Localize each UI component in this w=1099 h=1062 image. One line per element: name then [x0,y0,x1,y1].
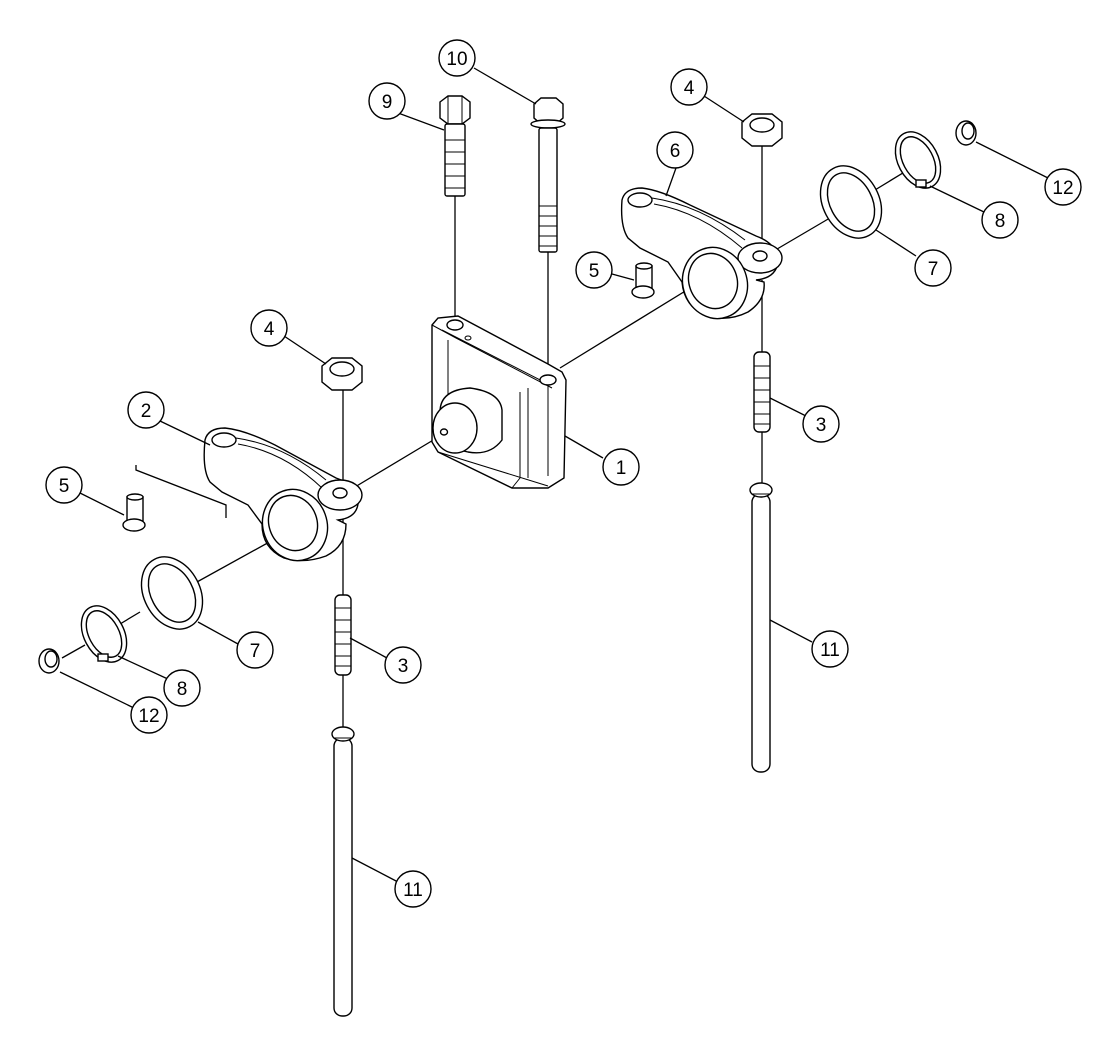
bolt-10 [530,97,566,253]
callout-label: 5 [589,261,600,282]
callout-3-left: 3 [384,646,422,684]
circlip-8-right [894,131,942,189]
callout-2: 2 [127,391,165,429]
callout-8-left: 8 [163,669,201,707]
callout-6: 6 [656,131,694,169]
washer-7-right [819,165,883,239]
callout-8-right: 8 [981,201,1019,239]
callout-12-right: 12 [1044,168,1082,206]
callout-label: 3 [398,656,409,677]
callout-10: 10 [438,39,476,77]
callout-label: 12 [138,706,159,727]
callout-11-right: 11 [811,630,849,668]
callout-label: 11 [820,640,840,661]
callout-label: 3 [816,415,827,436]
callout-1: 1 [602,448,640,486]
callout-7-right: 7 [914,249,952,287]
callout-label: 4 [264,319,275,340]
adjusting-screw-3-left [334,594,352,676]
callout-9: 9 [368,82,406,120]
nut-4-right [741,113,783,147]
pin-5-left [122,493,146,532]
callout-5-left: 5 [45,466,83,504]
callout-4-left: 4 [250,309,288,347]
push-rod-11-right [749,482,773,773]
push-rod-11-left [331,726,355,1017]
rocker-arm-2 [203,427,363,562]
adjusting-screw-3-right [753,351,771,433]
callout-label: 8 [995,211,1006,232]
rocker-arm-6 [620,187,783,320]
callout-5-right: 5 [575,251,613,289]
callout-label: 1 [616,458,627,479]
callout-label: 2 [141,401,152,422]
callout-label: 10 [446,49,467,70]
washer-7-left [140,556,204,630]
callout-7-left: 7 [236,631,274,669]
callout-label: 7 [250,641,261,662]
callout-3-right: 3 [802,405,840,443]
callout-12-left: 12 [130,696,168,734]
nut-4-left [321,357,363,391]
callout-label: 4 [684,78,695,99]
callout-11-left: 11 [394,870,432,908]
spacer-12-right [955,120,977,146]
pin-5-right [631,262,655,299]
bolt-9 [439,95,471,197]
callout-label: 11 [403,880,423,901]
spacer-12-left [38,648,60,674]
callout-label: 12 [1052,178,1073,199]
callout-label: 5 [59,476,70,497]
callout-label: 9 [382,92,393,113]
circlip-8-left [80,605,128,663]
rocker-bracket [431,315,567,489]
callout-leaders [59,67,1049,883]
callout-label: 8 [177,679,188,700]
callout-4-right: 4 [670,68,708,106]
callout-label: 6 [670,141,681,162]
callout-label: 7 [928,259,939,280]
